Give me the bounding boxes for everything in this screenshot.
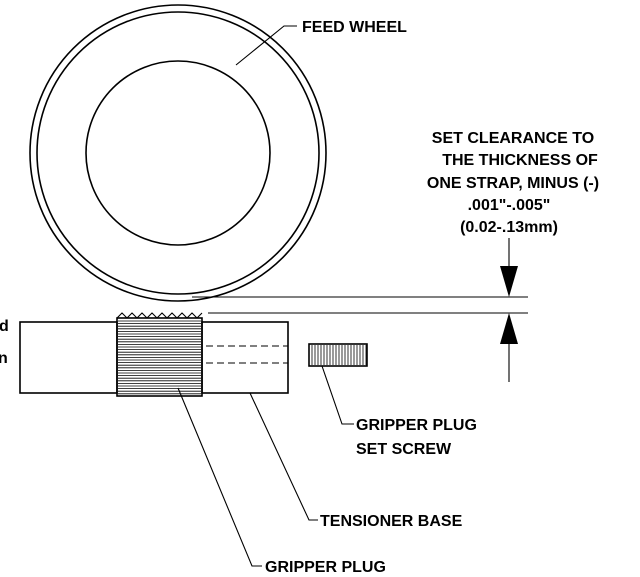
cut-off-label-fragment-2: n bbox=[0, 350, 8, 367]
tensioner-base-block bbox=[201, 321, 289, 394]
clearance-note-line-4: .001"-.005" bbox=[468, 197, 551, 214]
cut-off-label-fragment-1: d bbox=[0, 318, 9, 335]
feed-wheel-outer-rim bbox=[29, 4, 327, 302]
feed-wheel bbox=[29, 4, 327, 302]
set-screw-label-line-1: GRIPPER PLUG bbox=[356, 417, 477, 434]
clearance-note: SET CLEARANCE TO THE THICKNESS OF ONE ST… bbox=[427, 130, 599, 236]
feed-wheel-inner-rim bbox=[36, 11, 320, 295]
gripper-plug-serrated-edge bbox=[116, 312, 203, 319]
tensioner-arm-left-block bbox=[19, 321, 118, 394]
tensioner-base-label: TENSIONER BASE bbox=[320, 513, 463, 530]
feed-wheel-hub bbox=[85, 60, 271, 246]
gripper-plug-knurl-lines bbox=[118, 320, 201, 395]
set-screw-body bbox=[308, 343, 368, 367]
tensioner-base-leader-line bbox=[249, 392, 318, 521]
set-screw-label-line-2: SET SCREW bbox=[356, 441, 452, 458]
dimension-arrow-top-head bbox=[500, 266, 518, 297]
gripper-plug-leader-line bbox=[177, 387, 262, 567]
set-screw bbox=[308, 343, 368, 367]
dimension-arrow-bottom-head bbox=[500, 313, 518, 344]
set-screw-leader-line bbox=[321, 365, 354, 425]
gripper-plug-body bbox=[116, 312, 203, 397]
clearance-note-line-1: SET CLEARANCE TO bbox=[432, 130, 594, 147]
clearance-note-line-2: THE THICKNESS OF bbox=[442, 152, 598, 169]
set-screw-thread-lines bbox=[311, 345, 367, 365]
clearance-note-line-3: ONE STRAP, MINUS (-) bbox=[427, 175, 599, 192]
clearance-note-line-5: (0.02-.13mm) bbox=[460, 219, 558, 236]
feed-wheel-label: FEED WHEEL bbox=[302, 19, 407, 36]
gripper-plug-label: GRIPPER PLUG bbox=[265, 559, 386, 576]
feed-wheel-leader-line bbox=[235, 25, 297, 66]
